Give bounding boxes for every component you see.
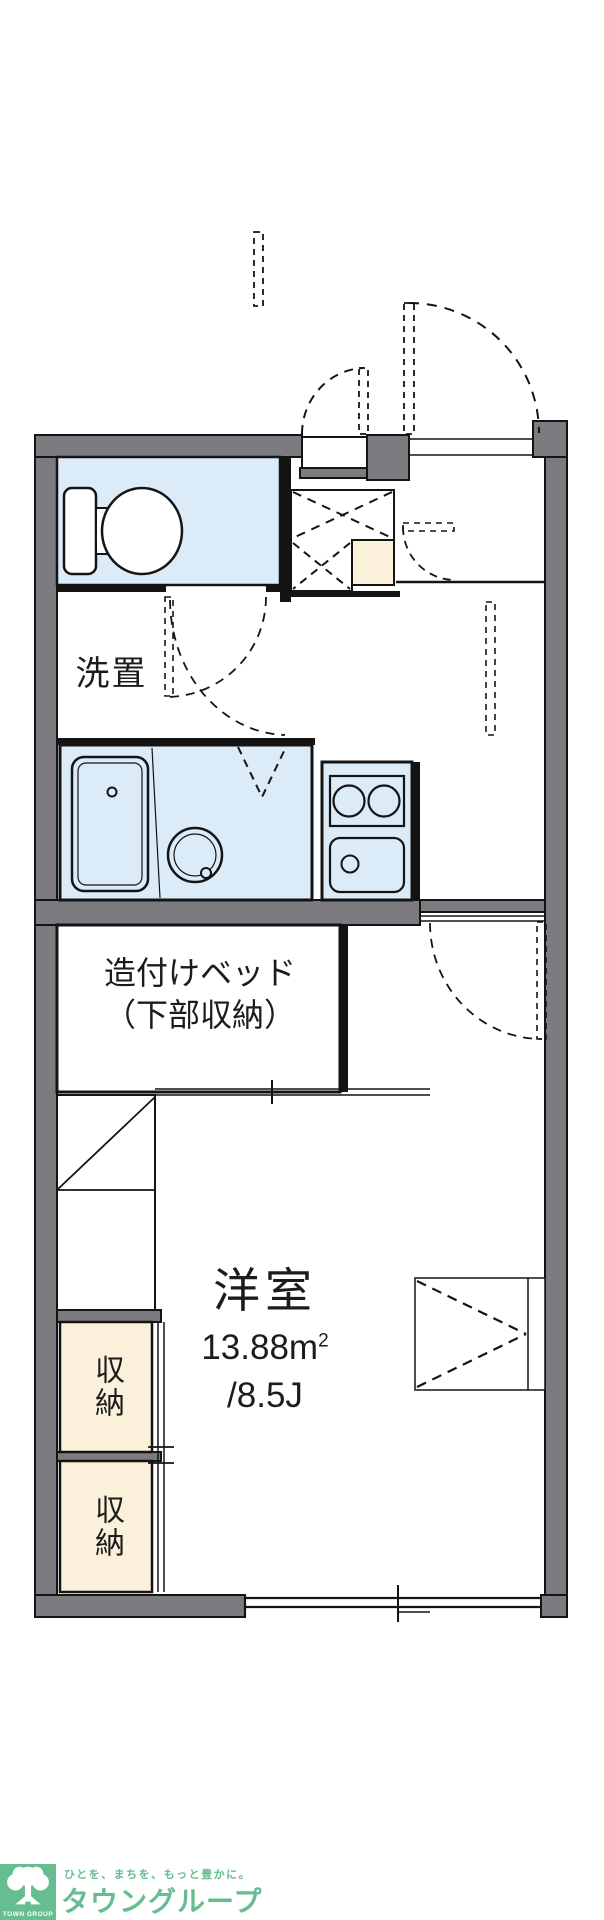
bed-ladder-column bbox=[56, 1094, 156, 1311]
toilet-bowl bbox=[100, 486, 184, 576]
room-door-leaf bbox=[536, 921, 547, 1040]
wall-bathroom-top bbox=[57, 738, 315, 745]
entry-notch bbox=[301, 436, 368, 469]
room-door-arc bbox=[429, 922, 543, 1040]
wall-toilet-right bbox=[280, 457, 291, 602]
bed-label-line1: 造付けベッド bbox=[103, 955, 296, 991]
bath-partition-line bbox=[151, 747, 161, 899]
basin-handle bbox=[200, 867, 212, 879]
thin-lines bbox=[57, 580, 545, 1622]
walls bbox=[34, 420, 568, 1618]
wall-top-left bbox=[34, 434, 303, 458]
kitchen-fixtures bbox=[328, 774, 406, 894]
washer-label: 洗置 bbox=[75, 654, 148, 693]
bed-label-line2: （下部収納） bbox=[103, 997, 296, 1034]
bathtub-inner bbox=[77, 762, 143, 886]
bathroom-door-fold bbox=[237, 746, 287, 800]
storage-door-arc bbox=[300, 367, 364, 435]
wall-top-pier bbox=[366, 434, 410, 481]
chevron-opening bbox=[414, 1277, 546, 1391]
partitions bbox=[57, 457, 420, 1092]
storage-door-leaf bbox=[358, 367, 369, 435]
washroom-door-leaf bbox=[485, 601, 496, 736]
fence-dashed-leaf bbox=[253, 231, 264, 307]
tree-icon bbox=[7, 1866, 49, 1905]
toilet-icon bbox=[62, 486, 184, 576]
closet-upper bbox=[58, 1320, 154, 1454]
wall-door-head bbox=[419, 899, 546, 913]
storage-x-mark-small bbox=[292, 542, 351, 590]
bathtub-icon bbox=[70, 747, 224, 899]
genkan-door-arc bbox=[402, 526, 456, 581]
entrance-door-leaf bbox=[403, 302, 415, 435]
burner-right-icon bbox=[367, 784, 401, 818]
washroom-door-arc bbox=[169, 599, 286, 736]
closet-lower-label: 収納 bbox=[90, 1493, 123, 1560]
wall-toilet-bottom-b bbox=[266, 585, 291, 592]
wall-storage-bottom bbox=[291, 591, 400, 597]
wall-bottom-left bbox=[34, 1594, 246, 1618]
entrance-door-arc bbox=[408, 302, 540, 434]
wall-kitchen-right bbox=[412, 762, 420, 900]
bathtub-drain bbox=[106, 786, 118, 798]
closet-lower bbox=[58, 1459, 154, 1594]
ladder-diagonal-line bbox=[56, 1096, 156, 1191]
closet-upper-label: 収納 bbox=[90, 1354, 123, 1420]
wash-basin bbox=[166, 826, 224, 884]
storage-x-mark bbox=[292, 491, 393, 539]
toilet-tank bbox=[62, 486, 98, 576]
logo-caption: TOWN GROUP bbox=[2, 1911, 54, 1918]
chevron-box bbox=[414, 1277, 546, 1391]
room-area-label: 13.88m2 bbox=[110, 1328, 420, 1368]
wall-toilet-bottom-a bbox=[57, 585, 166, 592]
wash-basin-inner bbox=[173, 833, 217, 877]
room-name-label: 洋室 bbox=[213, 1264, 317, 1317]
genkan-door-leaf bbox=[402, 522, 455, 532]
brand-tagline: ひとを、まちを、もっと豊かに。 bbox=[64, 1869, 252, 1881]
wall-bedroom-right bbox=[339, 925, 348, 1092]
chevron-dashes bbox=[416, 1280, 527, 1388]
wall-right bbox=[544, 439, 568, 1618]
genkan-step bbox=[351, 539, 395, 586]
town-group-logo: TOWN GROUP bbox=[0, 1864, 56, 1920]
faucet-icon bbox=[340, 854, 360, 874]
bed-label: 造付けベッド （下部収納） bbox=[62, 952, 338, 1036]
wall-bottom-corner bbox=[540, 1594, 568, 1618]
area-superscript: 2 bbox=[318, 1330, 329, 1352]
brand-name: タウングループ bbox=[61, 1886, 263, 1917]
built-in-bed-room bbox=[55, 923, 342, 1094]
burner-left-icon bbox=[332, 784, 366, 818]
door-swings bbox=[164, 231, 547, 1040]
toilet-door-arc bbox=[165, 596, 267, 698]
area-value: 13.88m bbox=[201, 1328, 319, 1367]
wall-top-corner bbox=[532, 420, 568, 458]
toilet-door-leaf bbox=[164, 596, 174, 697]
bathtub-outer bbox=[70, 755, 150, 893]
wall-under-notch bbox=[299, 467, 371, 479]
wall-bedroom-top bbox=[34, 899, 421, 926]
tatami-label: /8.5J bbox=[227, 1376, 303, 1415]
sink bbox=[328, 836, 406, 894]
wall-left bbox=[34, 434, 58, 1618]
wall-closet-divider bbox=[56, 1451, 162, 1462]
